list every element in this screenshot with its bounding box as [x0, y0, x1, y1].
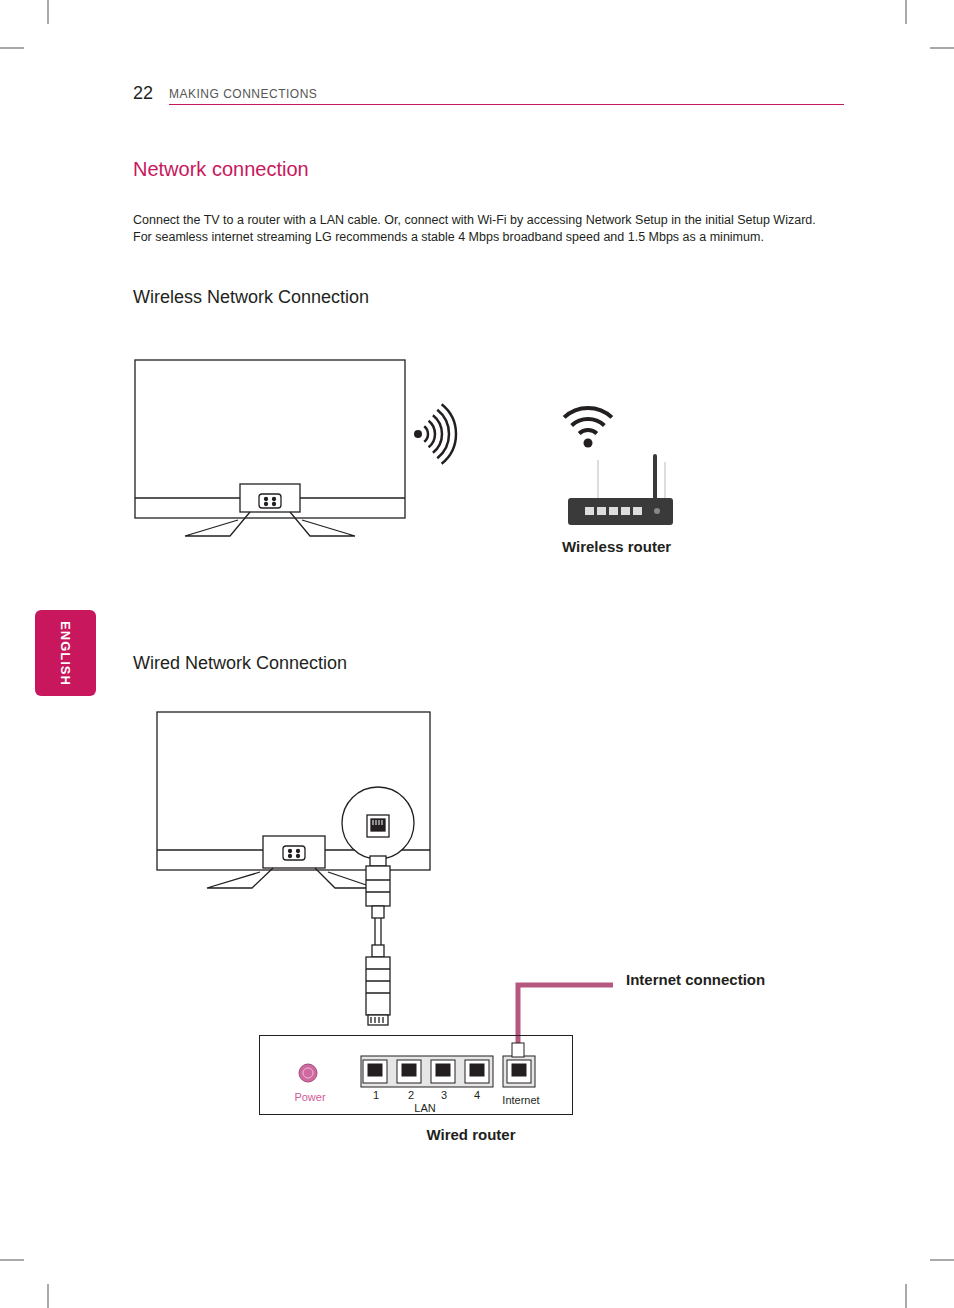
router-ports [299, 1056, 535, 1087]
port-number: 2 [408, 1089, 414, 1101]
port-group-label: LAN [414, 1102, 435, 1114]
wifi-waves [424, 404, 456, 464]
port-label: Power [294, 1091, 325, 1103]
port-number: 3 [441, 1089, 447, 1101]
internet-plug [512, 1043, 524, 1057]
wave-arc [437, 410, 449, 459]
port [431, 1060, 455, 1083]
tv-illustration [135, 360, 405, 536]
wave-arc [564, 408, 612, 417]
port-socket [368, 1064, 382, 1076]
port-socket [402, 1064, 416, 1076]
wave-arc [579, 430, 597, 433]
port-socket [512, 1064, 526, 1076]
running-header: MAKING CONNECTIONS [169, 87, 317, 101]
port-label: Internet [502, 1094, 539, 1106]
wave-arc [442, 404, 456, 464]
wireless-router-illustration [568, 439, 673, 526]
subheading: Wired Network Connection [133, 653, 347, 674]
page-number: 22 [133, 83, 153, 104]
wave-arc [429, 421, 435, 448]
port-socket [470, 1064, 484, 1076]
device-label: Wired router [426, 1126, 515, 1143]
wifi-dot [414, 430, 422, 438]
port-number: 4 [474, 1089, 480, 1101]
wave-arc [424, 426, 428, 442]
wifi-symbol [564, 408, 612, 433]
lan-cable [366, 856, 390, 1025]
port-number: 1 [373, 1089, 379, 1101]
language-tab: ENGLISH [35, 610, 96, 696]
wave-arc [572, 419, 605, 425]
subheading: Wireless Network Connection [133, 287, 369, 308]
callout-label: Internet connection [626, 971, 765, 988]
port-socket [436, 1064, 450, 1076]
wired-router-box: Power1234LANInternetWired router [259, 1035, 573, 1115]
port [465, 1060, 489, 1083]
port [507, 1060, 531, 1083]
header-rule [169, 104, 844, 105]
section-title: Network connection [133, 158, 309, 181]
wave-arc [433, 415, 442, 453]
port [397, 1060, 421, 1083]
internet-cable [518, 985, 613, 1047]
port [363, 1060, 387, 1083]
device-label: Wireless router [562, 538, 671, 555]
tab-label: ENGLISH [58, 621, 73, 686]
tv-illustration [157, 712, 430, 888]
body-text: Connect the TV to a router with a LAN ca… [133, 212, 833, 246]
